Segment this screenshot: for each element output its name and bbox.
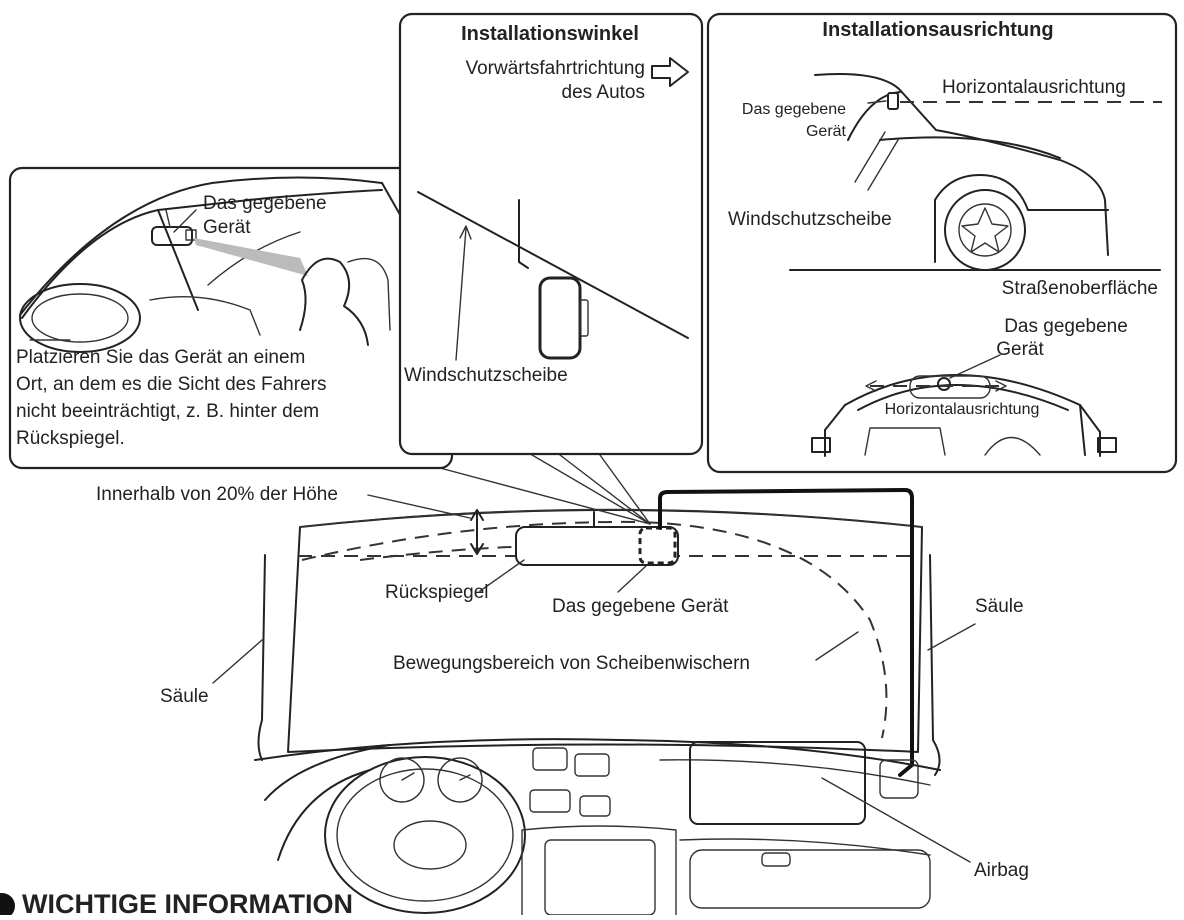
given-device-label: Das gegebene Gerät [552, 596, 729, 617]
forward-arrow-icon [651, 57, 689, 87]
pillar-label-right: Säule [975, 596, 1024, 617]
steering-wheel [324, 756, 526, 914]
windshield-label-right: Windschutzscheibe [728, 209, 892, 230]
wiper-range-arc [301, 520, 888, 739]
wiper-range-label: Bewegungsbereich von Scheibenwischern [393, 653, 750, 674]
rear-mirror [515, 526, 679, 566]
device-side-view [538, 276, 582, 360]
device-label-front-line1: Das gegebene [1004, 316, 1128, 337]
airbag-panel [689, 741, 866, 825]
windshield-label-mid: Windschutzscheibe [404, 365, 568, 386]
device-label-line2: Gerät [203, 217, 251, 238]
important-info-heading: WICHTIGE INFORMATION [22, 889, 353, 915]
orientation-title: Installationsausrichtung [822, 19, 1053, 41]
angle-panel: Installationswinkel Vorwärtsfahrtrichtun… [398, 12, 704, 456]
info-icon [0, 893, 15, 919]
orientation-panel: Installationsausrichtung Horizontalausri… [706, 12, 1178, 474]
rear-mirror-label: Rückspiegel [385, 582, 489, 603]
device-label-right-line1: Das gegebene [742, 101, 846, 118]
power-cable [658, 488, 914, 777]
placement-note-line2: Ort, an dem es die Sicht des Fahrers [16, 374, 326, 395]
device-label-line1: Das gegebene [203, 193, 327, 214]
placement-note-line4: Rückspiegel. [16, 428, 125, 449]
road-surface-label: Straßenoberfläche [1002, 278, 1158, 299]
placement-panel: Das gegebene Gerät Platzieren Sie das Ge… [8, 166, 454, 470]
angle-title: Installationswinkel [461, 23, 639, 45]
device-label-right-line2: Gerät [806, 123, 847, 140]
placement-note-line1: Platzieren Sie das Gerät an einem [16, 347, 305, 368]
forward-direction-line1: Vorwärtsfahrtrichtung [465, 58, 645, 79]
device-label-front-line2: Gerät [996, 339, 1044, 360]
horizontal-alignment-label-front: Horizontalausrichtung [885, 401, 1040, 418]
airbag-label: Airbag [974, 860, 1029, 881]
device-marker [638, 526, 677, 565]
forward-direction-line2: des Autos [562, 82, 645, 103]
pillar-label-left: Säule [160, 686, 209, 707]
height-limit-label: Innerhalb von 20% der Höhe [96, 484, 338, 505]
car-dashboard-view [212, 488, 976, 916]
horizontal-alignment-label-top: Horizontalausrichtung [942, 77, 1126, 98]
placement-note-line3: nicht beeinträchtigt, z. B. hinter dem [16, 401, 319, 422]
